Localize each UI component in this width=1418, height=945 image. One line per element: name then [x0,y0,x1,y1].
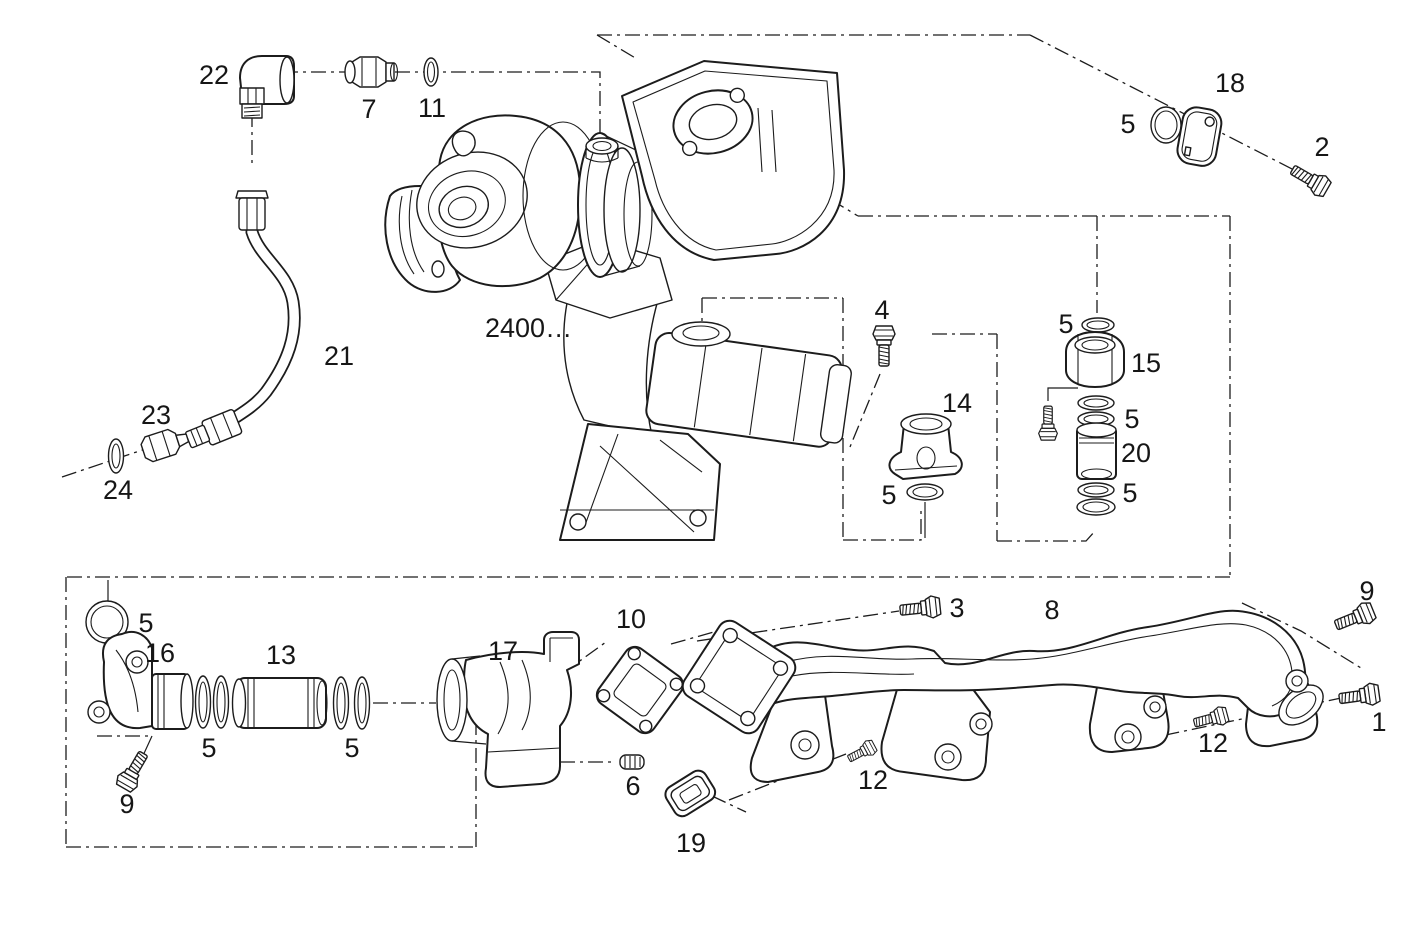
o-ring-5-pipe [906,483,944,501]
callout-6-label: 6 [625,771,640,801]
callout-10-label: 10 [616,604,646,634]
callout-21-label: 21 [324,341,354,371]
part-12-stud-centre [844,737,879,767]
callout-5-right-pair-label: 5 [344,733,359,763]
callout-5-above15-label: 5 [1058,309,1073,339]
part-13-connecting-sleeve [231,677,328,729]
catalyst-body [645,332,852,448]
o-ring-pair-5-right [332,676,371,730]
part-15-stud [1038,405,1058,441]
oil-feed-port [585,137,619,155]
callout-labels: 22 7 11 5 18 2 2400… 21 23 24 4 14 5 5 1… [103,60,1387,858]
callout-18-label: 18 [1215,68,1245,98]
callout-17-label: 17 [488,636,518,666]
housing-lug [451,130,476,157]
callout-23-label: 23 [141,400,171,430]
turbocharger-catalyst-assembly [384,60,852,541]
part-16-elbow-housing [87,630,194,730]
part-11-seal-ring [423,57,439,87]
callout-8-label: 8 [1044,595,1059,625]
callout-15-label: 15 [1131,348,1161,378]
callout-5-pipe-label: 5 [881,480,896,510]
part-3-bolt [898,594,942,622]
callout-9-left-label: 9 [119,789,134,819]
callout-4-label: 4 [874,295,889,325]
part-9-bolt-left [113,747,154,795]
part-7-union-fitting [344,56,399,88]
o-ring-5-cover [1150,106,1182,144]
o-ring-pair-5-lower [1076,482,1116,516]
part-15-ring-nut [1065,331,1125,388]
part-4-bolt [872,325,896,367]
callout-5-mid-label: 5 [1124,404,1139,434]
part-1-bolt [1337,681,1382,711]
part-20-sleeve [1076,422,1117,480]
assembly-code-label: 2400… [485,313,572,343]
reference-lines [61,34,1362,848]
callout-5-cover-label: 5 [1120,109,1135,139]
callout-11-label: 11 [418,93,446,123]
part-19-gasket [664,769,717,818]
callout-9-right-label: 9 [1359,576,1374,606]
callout-5-lower-label: 5 [1122,478,1137,508]
callout-19-label: 19 [676,828,706,858]
callout-20-label: 20 [1121,438,1151,468]
callout-12-right-label: 12 [1198,728,1228,758]
cover-plate-group [1150,106,1334,200]
o-ring-pair-5-mid [1077,395,1115,427]
catalyst-port [671,321,731,347]
part-6-plug [619,754,645,770]
callout-24-label: 24 [103,475,133,505]
part-24-seal-ring [107,438,125,474]
intake-elbow-row [85,600,371,795]
housing-gasket-group [436,631,717,818]
part-10-gasket [595,645,685,735]
callout-5-large-label: 5 [138,608,153,638]
exhaust-flange [672,87,754,157]
callout-16-label: 16 [145,638,175,668]
part-23-union-screw [140,428,190,463]
callout-3-label: 3 [949,593,964,623]
centre-fittings-group [872,317,1125,516]
callout-13-label: 13 [266,640,296,670]
o-ring-pair-5-left [194,675,230,729]
part-8-exhaust-manifold [681,609,1324,783]
oil-line-group [107,55,439,474]
compressor-inlet-rings [416,151,528,249]
part-21-oil-pipe [185,190,301,449]
o-ring-5-above-15 [1081,317,1115,333]
part-18-cover-plate [1176,106,1223,167]
callout-2-label: 2 [1314,132,1329,162]
part-14-connection-pipe [888,413,963,480]
callout-5-left-pair-label: 5 [201,733,216,763]
callout-12-centre-label: 12 [858,765,888,795]
manifold-outlet-flange [681,619,797,735]
part-2-bolt [1286,159,1334,200]
part-17-elbow-housing [436,631,580,788]
callout-1-label: 1 [1371,707,1386,737]
callout-7-label: 7 [361,94,376,124]
callout-22-label: 22 [199,60,229,90]
callout-14-label: 14 [942,388,972,418]
